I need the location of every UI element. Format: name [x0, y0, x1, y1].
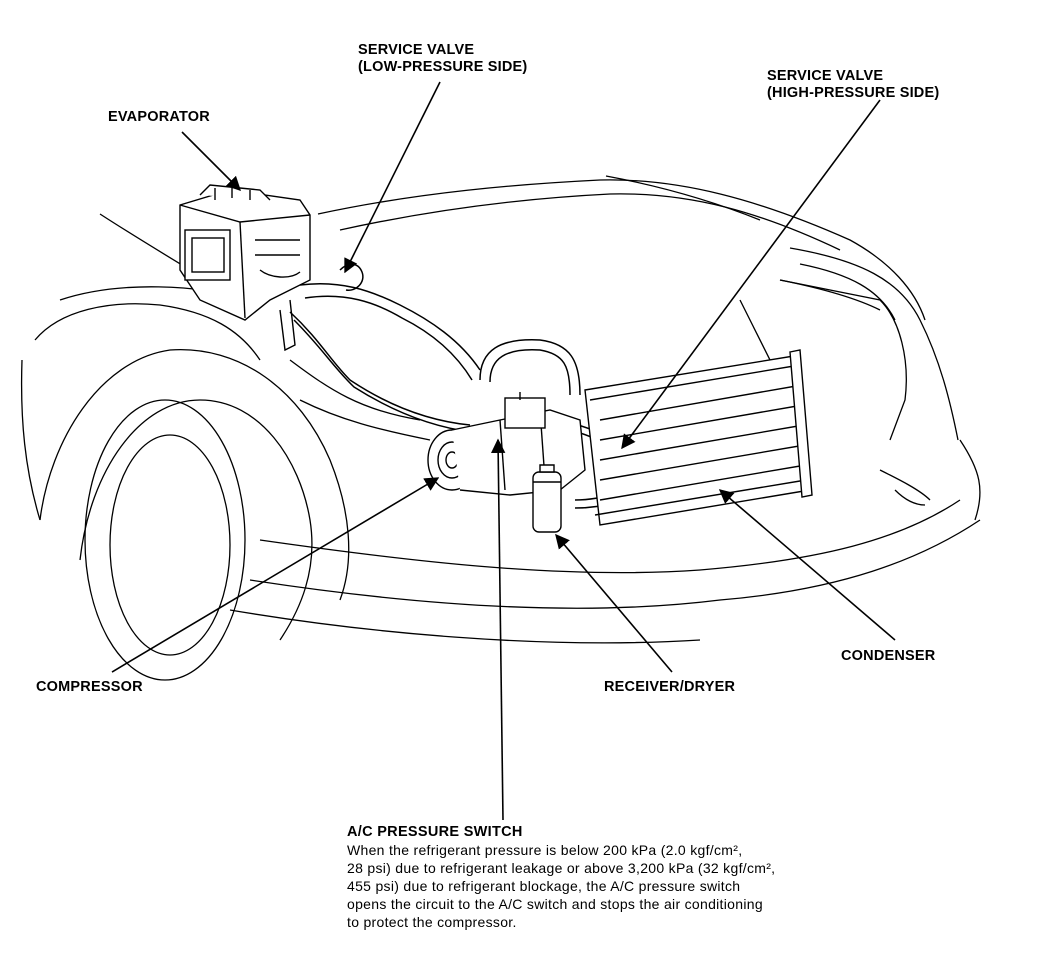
- arrow-pressure-switch: [490, 438, 506, 821]
- note-line: When the refrigerant pressure is below 2…: [347, 842, 743, 858]
- condenser-unit: [584, 349, 813, 526]
- arrow-service-valve-low: [344, 81, 441, 274]
- label-compressor: COMPRESSOR: [36, 679, 143, 695]
- pressure-switch-note: A/C PRESSURE SWITCH When the refrigerant…: [347, 823, 947, 931]
- arrow-service-valve-high: [621, 99, 881, 450]
- arrow-compressor: [111, 477, 440, 673]
- evaporator-unit: [179, 184, 311, 352]
- receiver-dryer-unit: [532, 464, 562, 533]
- leader-arrows: [111, 81, 896, 821]
- label-evaporator: EVAPORATOR: [108, 109, 210, 125]
- label-service-valve-low: SERVICE VALVE (LOW-PRESSURE SIDE): [358, 42, 528, 75]
- note-line: 28 psi) due to refrigerant leakage or ab…: [347, 860, 776, 876]
- car-body-outline: [20, 175, 981, 681]
- label-condenser: CONDENSER: [841, 648, 936, 664]
- label-service-valve-high: SERVICE VALVE (HIGH-PRESSURE SIDE): [767, 68, 940, 101]
- arrow-receiver-dryer: [555, 533, 673, 673]
- arrow-condenser: [718, 489, 896, 641]
- note-line: 455 psi) due to refrigerant blockage, th…: [347, 878, 741, 894]
- pressure-switch-title: A/C PRESSURE SWITCH: [347, 824, 523, 840]
- note-line: opens the circuit to the A/C switch and …: [347, 896, 763, 912]
- label-receiver-dryer: RECEIVER/DRYER: [604, 679, 736, 695]
- note-line: to protect the compressor.: [347, 914, 517, 930]
- arrow-evaporator: [181, 131, 242, 192]
